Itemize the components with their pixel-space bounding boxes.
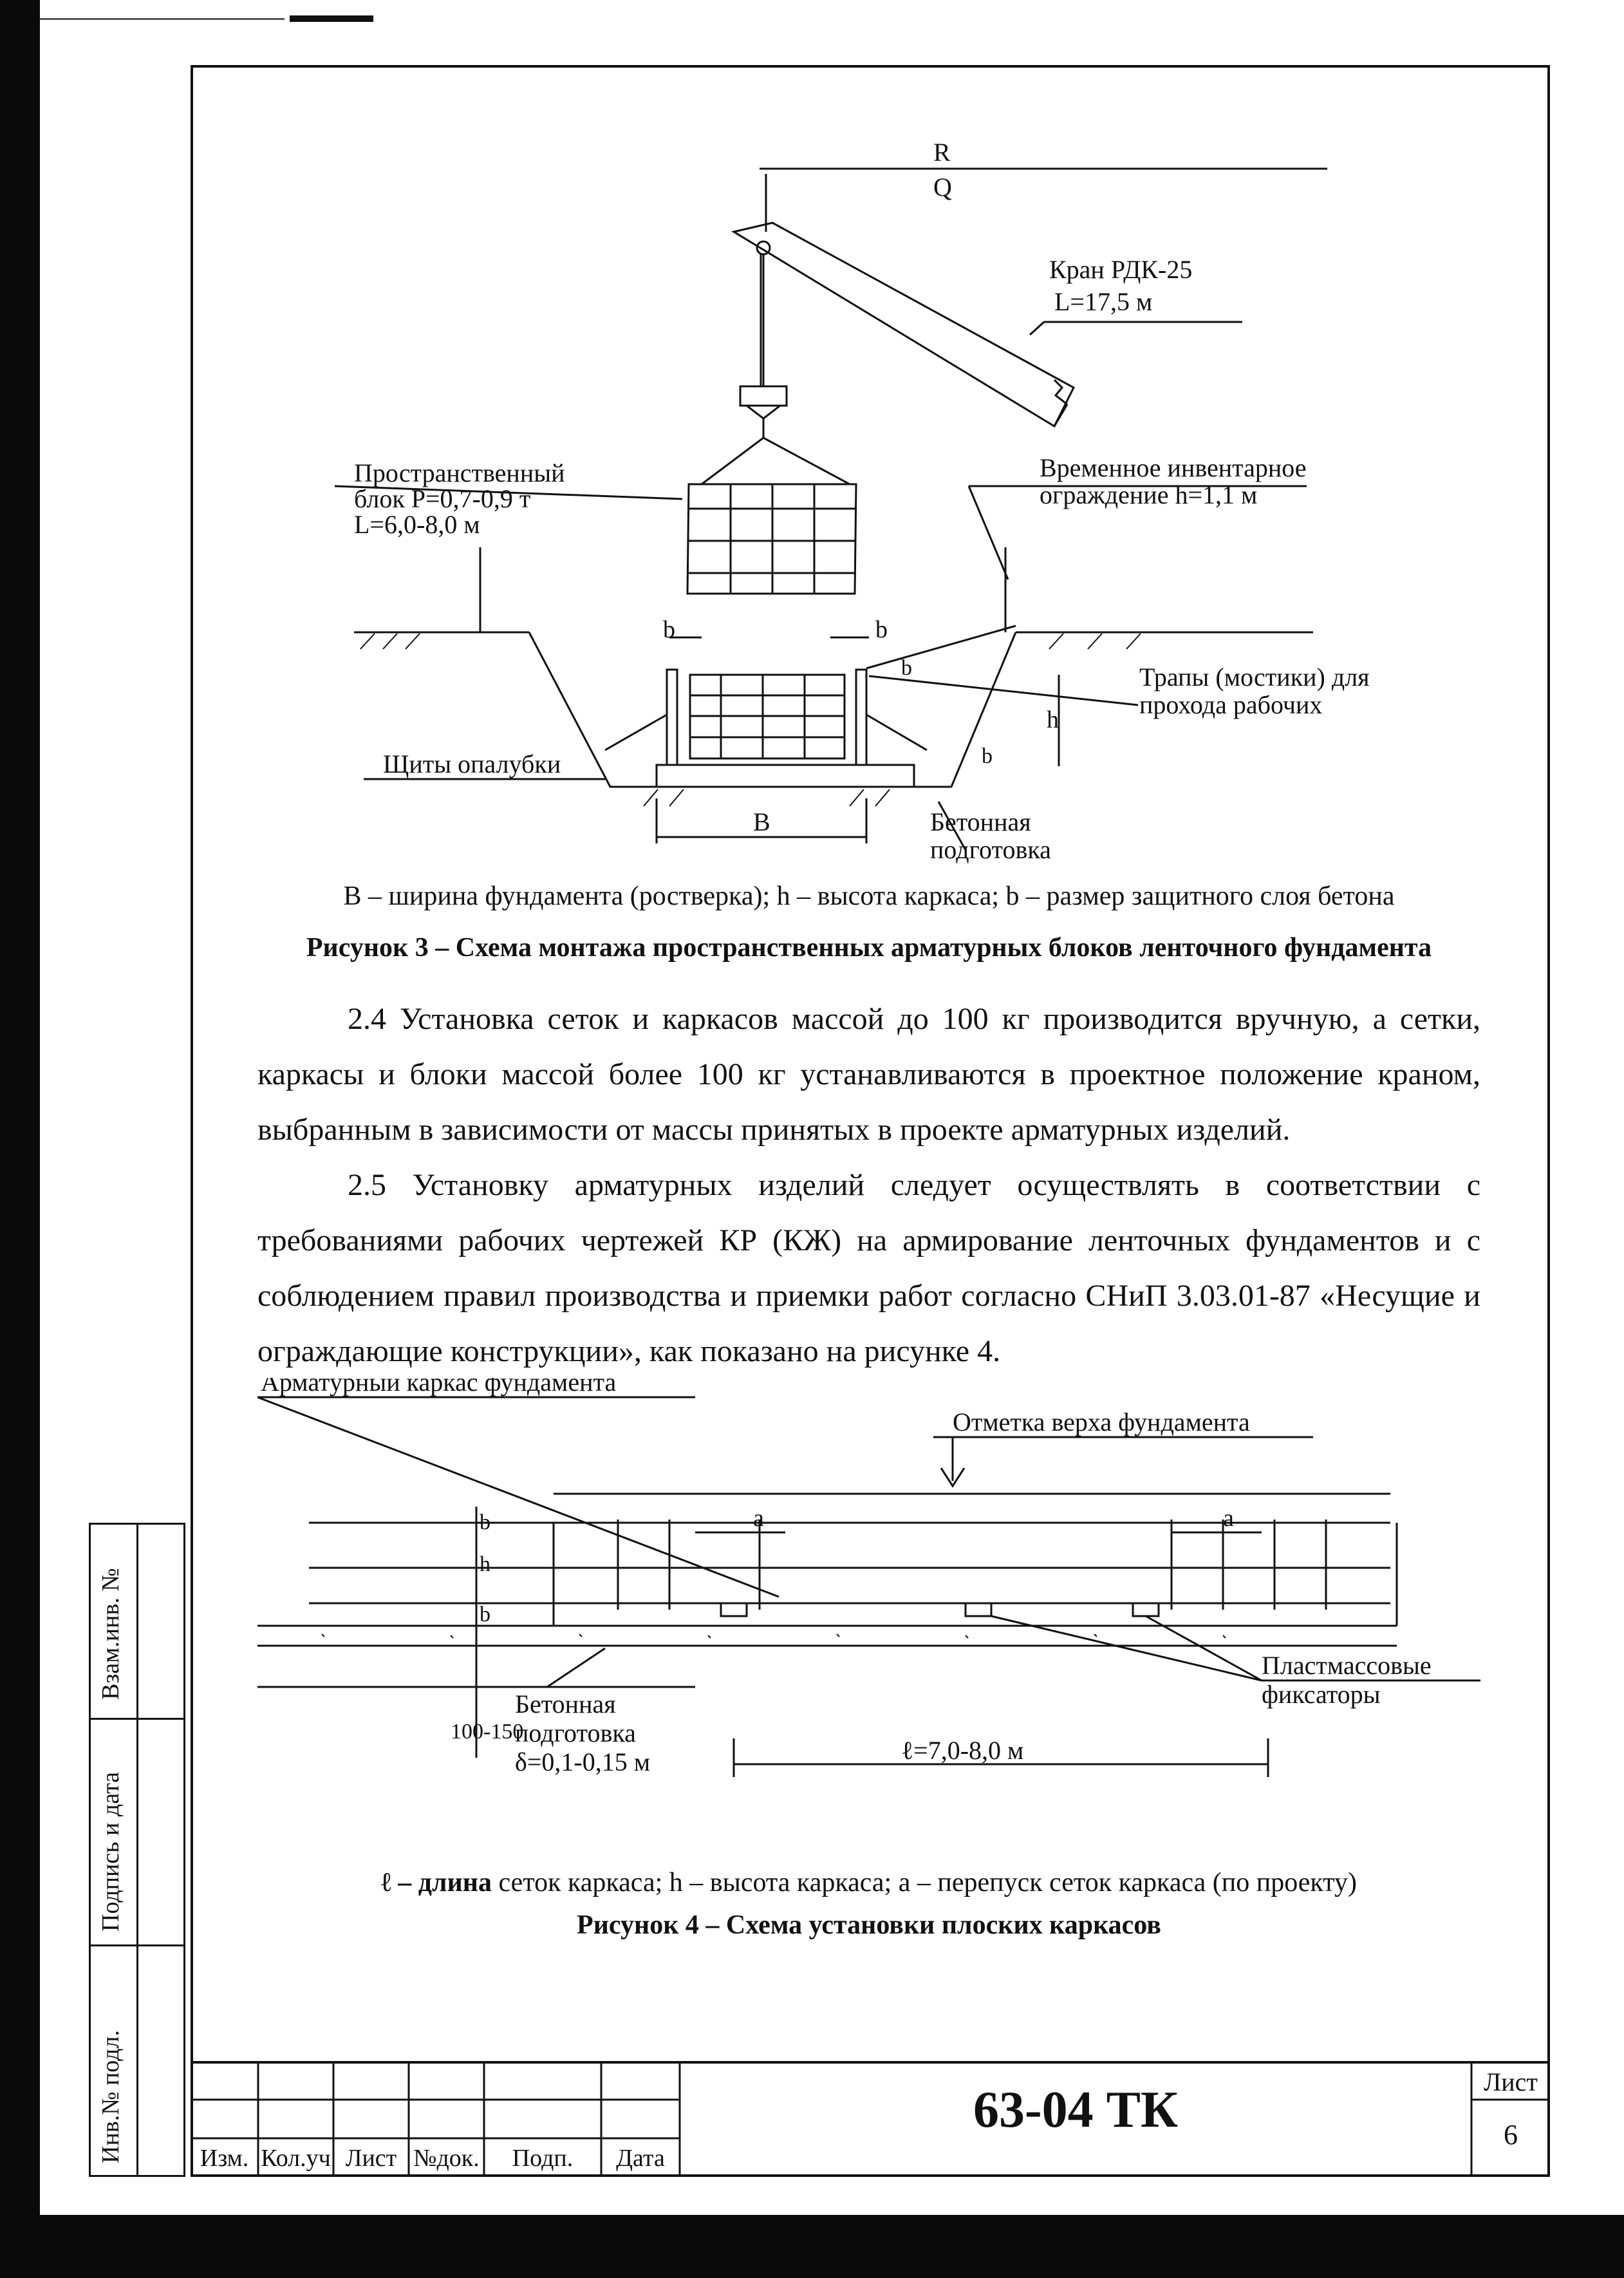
fig3-b-side-lower: b — [982, 744, 993, 768]
paragraph-2-5-text: 2.5 Установку арматурных изделий следует… — [257, 1168, 1480, 1368]
fig4-base-line2: подготовка — [515, 1718, 636, 1747]
fig3-h-label: h — [1047, 706, 1059, 733]
fig4-a-left: a — [753, 1505, 764, 1532]
title-col-izm: Изм. — [200, 2145, 249, 2172]
scan-mark — [290, 15, 373, 22]
figure-3-drawing: R Q Кран РДК-25 L=17,5 м Пространственны… — [334, 138, 1370, 864]
fig4-b-top: b — [480, 1511, 490, 1534]
title-col-data: Дата — [616, 2145, 665, 2172]
fig3-r-label: R — [933, 138, 951, 167]
fig4-base-line3: δ=0,1-0,15 м — [515, 1747, 650, 1776]
concrete-fill — [321, 1633, 1226, 1639]
fig3-block-line2: блок Р=0,7-0,9 т — [354, 484, 530, 513]
title-block — [191, 2061, 1550, 2177]
figure-4-legend-symbol: ℓ – длина — [381, 1868, 492, 1897]
fig4-fixers-line2: фиксаторы — [1262, 1680, 1381, 1709]
title-block-grid — [191, 2061, 1550, 2177]
fig4-top-mark-label: Отметка верха фундамента — [953, 1407, 1250, 1436]
paragraph-2-5: 2.5 Установку арматурных изделий следует… — [257, 1158, 1480, 1379]
fig3-ladder-line1: Трапы (мостики) для — [1139, 663, 1370, 692]
fig3-crane-boom: L=17,5 м — [1054, 287, 1152, 316]
fig3-fence-line1: Временное инвентарное — [1040, 453, 1307, 482]
figure-4-caption: Рисунок 4 – Схема установки плоских карк… — [577, 1910, 1161, 1940]
sheet-number: 6 — [1504, 2119, 1518, 2151]
fig3-block-line1: Пространственный — [354, 458, 565, 487]
fig3-b-width: B — [753, 807, 770, 836]
fig3-b-left: b — [663, 616, 675, 643]
fig4-b-bottom: b — [480, 1603, 490, 1626]
figure-4-legend-text: сеток каркаса; h – высота каркаса; a – п… — [491, 1868, 1357, 1897]
page-frame — [191, 65, 1550, 2177]
side-stamp-signature-date: Подпись и дата — [97, 1771, 124, 1932]
title-col-ndok: №док. — [413, 2145, 480, 2172]
figure-4-drawing: Арматурный каркас фундамента Отметка вер… — [257, 1378, 1480, 1777]
title-col-podp: Подп. — [512, 2145, 574, 2172]
hatching — [360, 633, 1141, 807]
paragraph-2-4-text: 2.4 Установка сеток и каркасов массой до… — [257, 1002, 1480, 1147]
fig4-depth-label: 100-150 — [451, 1720, 523, 1744]
fig3-base-line1: Бетонная — [930, 807, 1031, 836]
sheet-label: Лист — [1484, 2067, 1538, 2096]
fig3-ladder-line2: прохода рабочих — [1139, 690, 1322, 719]
fig3-formwork-label: Щиты опалубки — [383, 749, 561, 778]
side-stamp-inv-replaced: Взам.инв. № — [97, 1568, 124, 1700]
fig3-crane-name: Кран РДК-25 — [1049, 255, 1192, 284]
fig3-b-right: b — [875, 616, 888, 643]
scan-edge-bottom — [0, 2215, 1624, 2278]
fig4-fixers-line1: Пластмассовые — [1262, 1651, 1432, 1680]
fig3-q-label: Q — [933, 173, 952, 202]
scan-edge-left — [0, 0, 40, 2278]
fig3-b-side-upper: b — [901, 656, 912, 680]
fig4-length-label: ℓ=7,0-8,0 м — [901, 1736, 1023, 1765]
fig3-block-line3: L=6,0-8,0 м — [354, 510, 480, 539]
paragraph-2-4: 2.4 Установка сеток и каркасов массой до… — [257, 992, 1480, 1158]
side-stamp-column — [136, 1523, 138, 2177]
title-col-list: Лист — [345, 2145, 397, 2172]
figure-3-caption: Рисунок 3 – Схема монтажа пространственн… — [306, 933, 1432, 963]
document-code: 63-04 ТК — [973, 2082, 1178, 2138]
fig4-frame-label: Арматурный каркас фундамента — [261, 1378, 616, 1397]
fig3-base-line2: подготовка — [930, 835, 1051, 864]
top-rule — [40, 18, 285, 20]
fig4-a-right: a — [1223, 1505, 1234, 1532]
figure-4-legend: ℓ – длина сеток каркаса; h – высота карк… — [257, 1867, 1480, 1898]
fig4-base-line1: Бетонная — [515, 1690, 616, 1718]
title-col-kol-uch: Кол.уч — [261, 2145, 331, 2172]
side-stamp-inv-original: Инв.№ подл. — [97, 2029, 124, 2163]
figure-3-legend: B – ширина фундамента (ростверка); h – в… — [343, 881, 1395, 911]
fig3-fence-line2: ограждение h=1,1 м — [1040, 480, 1257, 509]
fig4-h-label: h — [480, 1552, 490, 1576]
